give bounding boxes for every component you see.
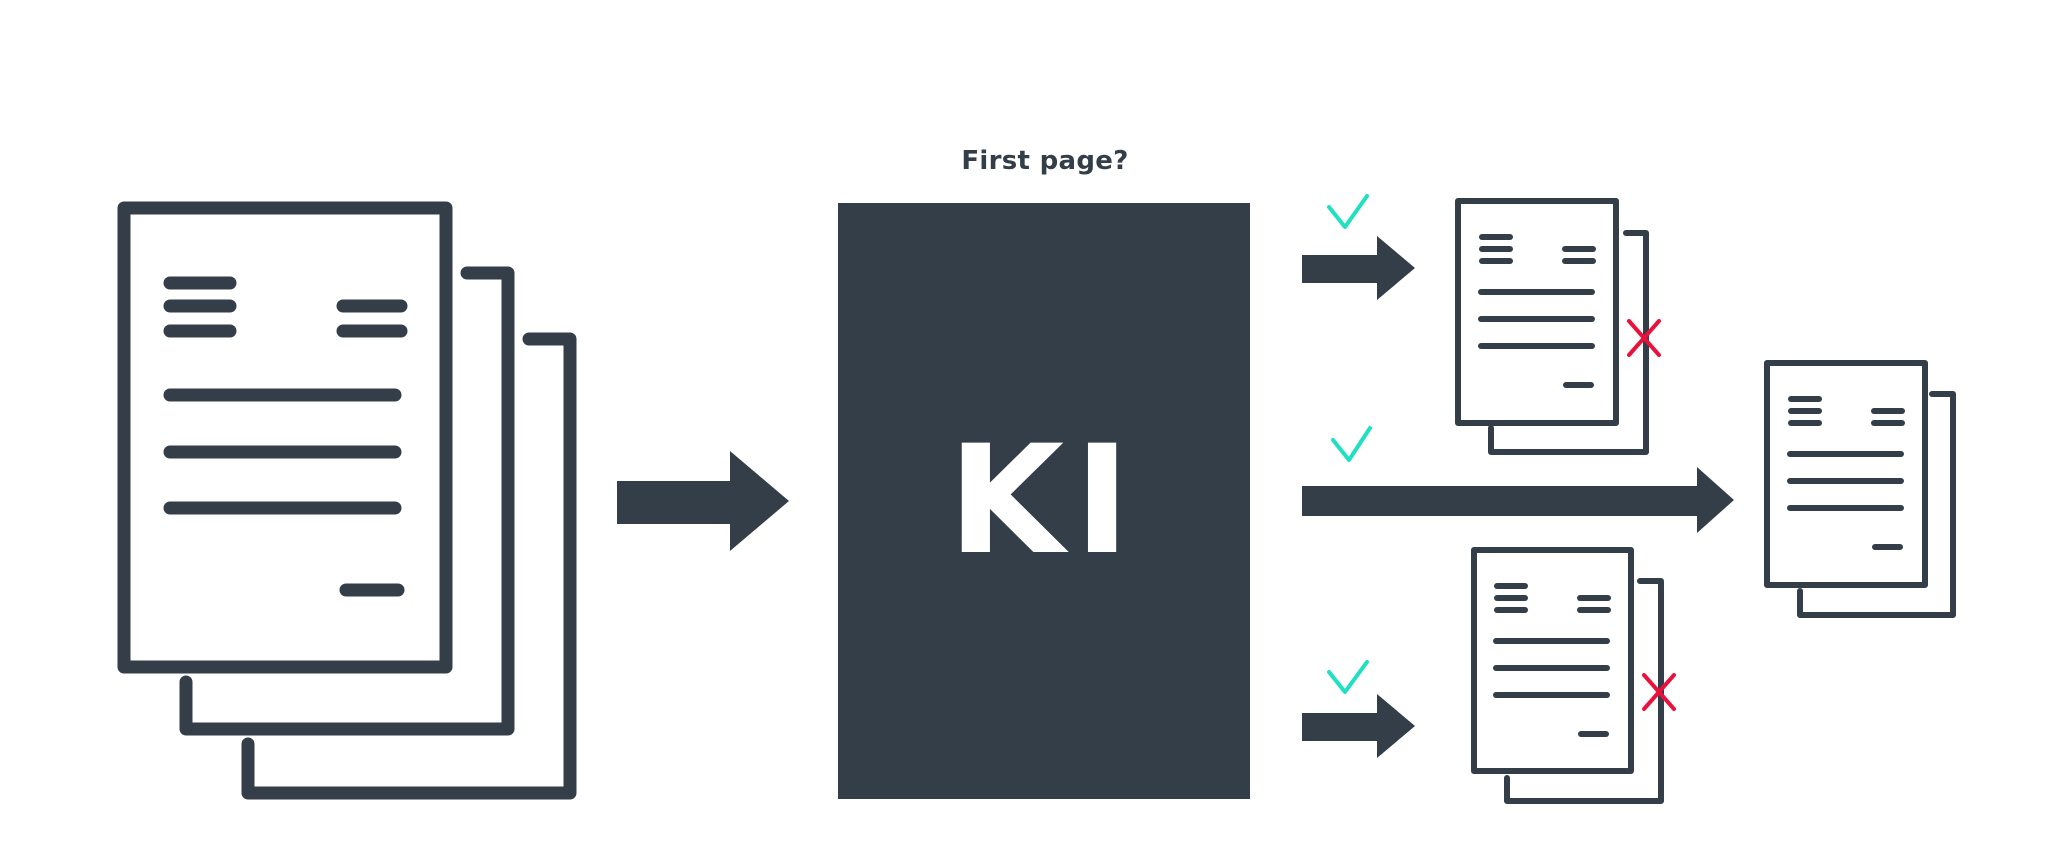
checkmark-icon bbox=[1327, 660, 1369, 694]
branch-arrow-middle bbox=[1302, 467, 1734, 533]
bottom-result-document-icon bbox=[1471, 547, 1676, 804]
diagram-question: First page? bbox=[961, 146, 1129, 176]
top-result-document-icon bbox=[1455, 198, 1661, 455]
cross-icon bbox=[1627, 319, 1661, 357]
checkmark-icon bbox=[1327, 194, 1369, 229]
ki-processor-box bbox=[838, 203, 1250, 799]
result-document-stack-icon bbox=[1764, 360, 1956, 618]
ki-processor-label: KI bbox=[947, 414, 1141, 588]
branch-arrow-bottom bbox=[1302, 694, 1415, 758]
input-document-stack-icon bbox=[117, 201, 577, 800]
input-arrow bbox=[617, 451, 789, 551]
checkmark-icon bbox=[1331, 426, 1372, 462]
branch-arrow-top bbox=[1302, 236, 1415, 300]
cross-icon bbox=[1642, 673, 1676, 711]
